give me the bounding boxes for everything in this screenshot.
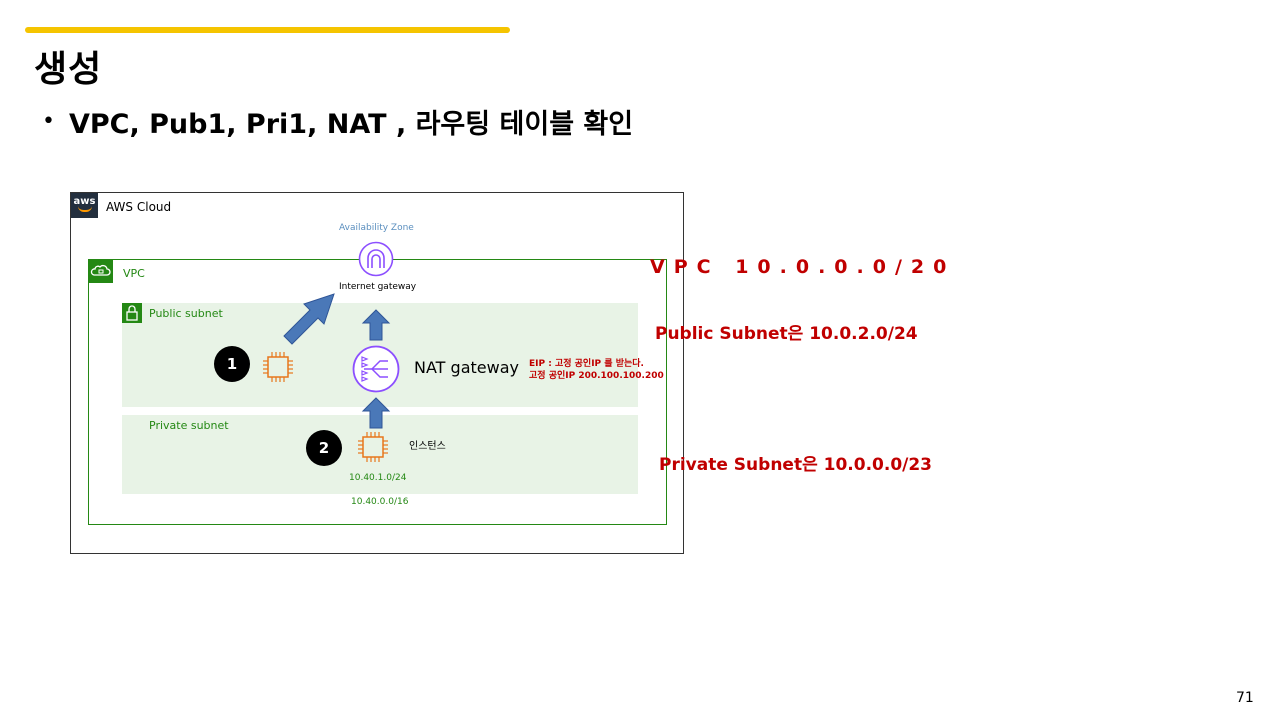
eip-note-line2: 고정 공인IP 200.100.100.200 <box>529 371 664 381</box>
vpc-label: VPC <box>123 267 145 280</box>
private-subnet-cidr: 10.40.1.0/24 <box>349 473 407 483</box>
availability-zone-label: Availability Zone <box>339 223 414 233</box>
nat-gateway-label: NAT gateway <box>414 358 519 377</box>
up-arrow-icon <box>361 397 391 429</box>
public-subnet-annotation: Public Subnet은 10.0.2.0/24 <box>655 324 918 344</box>
private-subnet-label: Private subnet <box>149 419 229 432</box>
aws-logo-icon: aws <box>71 193 98 218</box>
diagonal-arrow-icon <box>283 293 335 345</box>
up-arrow-icon <box>361 309 391 341</box>
accent-bar <box>25 27 510 33</box>
vpc-cidr-annotation: VPC 10.0.0.0/20 <box>650 256 956 278</box>
aws-cloud-label: AWS Cloud <box>106 200 172 214</box>
vpc-cidr: 10.40.0.0/16 <box>351 497 409 507</box>
vpc-cloud-icon <box>88 259 113 283</box>
ec2-instance-icon <box>263 352 293 382</box>
internet-gateway-label: Internet gateway <box>339 282 417 292</box>
aws-logo-text: aws <box>73 196 96 207</box>
private-subnet-annotation: Private Subnet은 10.0.0.0/23 <box>659 455 933 475</box>
bullet-dot-icon: • <box>42 109 55 134</box>
step-badge-2: 2 <box>306 430 342 466</box>
step-badge-1: 1 <box>214 346 250 382</box>
ec2-instance-icon <box>358 432 388 462</box>
aws-smile-icon <box>77 206 92 212</box>
instance-label: 인스턴스 <box>409 441 446 452</box>
internet-gateway-icon <box>358 241 394 277</box>
eip-note-line1: EIP : 고정 공인IP 를 받는다. <box>529 359 644 369</box>
bullet-text: VPC, Pub1, Pri1, NAT , 라우팅 테이블 확인 <box>68 109 634 140</box>
nat-gateway-icon <box>352 345 400 393</box>
public-subnet-label: Public subnet <box>149 307 223 320</box>
bullet-item: • VPC, Pub1, Pri1, NAT , 라우팅 테이블 확인 <box>42 102 633 141</box>
slide-title: 생성 <box>34 49 103 90</box>
lock-icon <box>122 303 142 323</box>
page-number: 71 <box>1236 690 1254 706</box>
eip-note: EIP : 고정 공인IP 를 받는다. 고정 공인IP 200.100.100… <box>529 358 664 382</box>
